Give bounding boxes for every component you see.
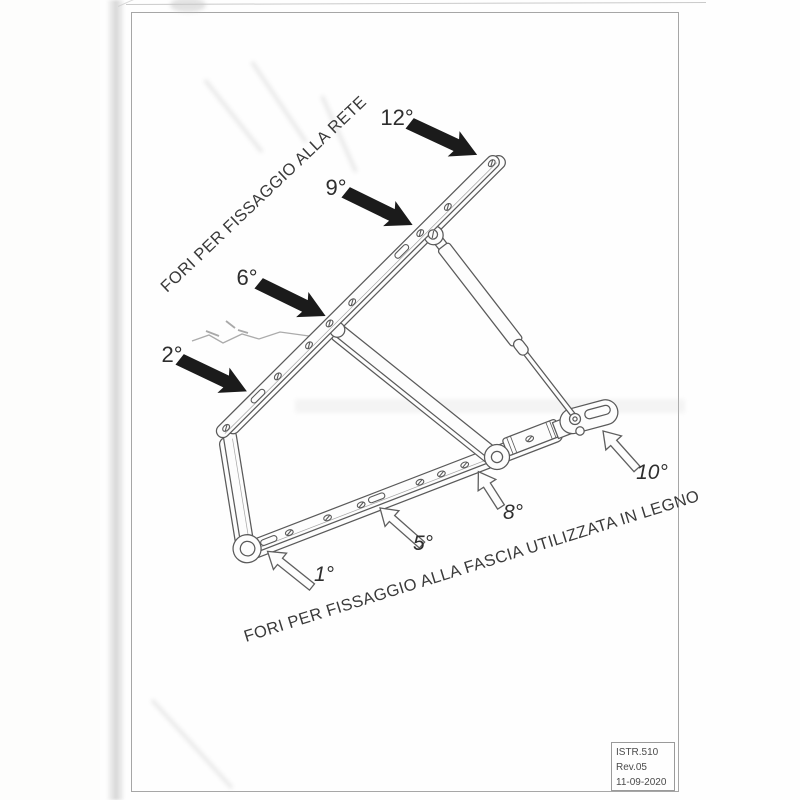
arrow-1deg-icon bbox=[266, 550, 316, 592]
link-strut bbox=[328, 320, 500, 464]
bracket-slot bbox=[584, 404, 611, 420]
arrow-10deg-icon bbox=[602, 430, 641, 473]
arrow-2deg-icon bbox=[175, 354, 247, 393]
arrow-5deg-icon bbox=[379, 507, 426, 549]
caption-wood-band-fixing-holes: FORI PER FISSAGGIO ALLA FASCIA UTILIZZAT… bbox=[242, 487, 702, 646]
revision-number: Rev.05 bbox=[616, 762, 647, 773]
outline-callout-arrows bbox=[266, 430, 641, 592]
upper-fixing-arm bbox=[215, 154, 506, 439]
arrow-12deg-icon bbox=[405, 118, 478, 157]
arrow-8deg-icon bbox=[477, 470, 506, 511]
label-1deg: 1° bbox=[314, 563, 334, 586]
label-5deg: 5° bbox=[413, 532, 433, 555]
label-10deg: 10° bbox=[636, 461, 668, 484]
doc-code: ISTR.510 bbox=[616, 747, 659, 758]
revision-date: 11-09-2020 bbox=[616, 777, 667, 788]
label-2deg: 2° bbox=[161, 342, 182, 367]
arrow-6deg-icon bbox=[254, 278, 326, 318]
corner-fixing-hole bbox=[239, 540, 256, 557]
paper-left-edge-shadow bbox=[106, 0, 124, 800]
gas-spring bbox=[432, 234, 577, 418]
label-9deg: 9° bbox=[325, 175, 346, 200]
arrow-9deg-icon bbox=[341, 187, 413, 227]
label-8deg: 8° bbox=[503, 501, 523, 524]
label-12deg: 12° bbox=[380, 105, 413, 130]
rod-eye-and-pin bbox=[568, 412, 585, 436]
strut-pivot-boss bbox=[483, 443, 511, 471]
revision-title-block: ISTR.510 Rev.05 11-09-2020 bbox=[611, 742, 675, 791]
side-hinge-arm bbox=[218, 429, 262, 564]
black-callout-arrows bbox=[175, 118, 478, 393]
spring-cylinder bbox=[437, 242, 523, 347]
label-6deg: 6° bbox=[236, 265, 257, 290]
lower-fixing-arm bbox=[242, 419, 563, 559]
mount-bracket-plate bbox=[559, 399, 619, 435]
spring-cap bbox=[512, 338, 529, 356]
